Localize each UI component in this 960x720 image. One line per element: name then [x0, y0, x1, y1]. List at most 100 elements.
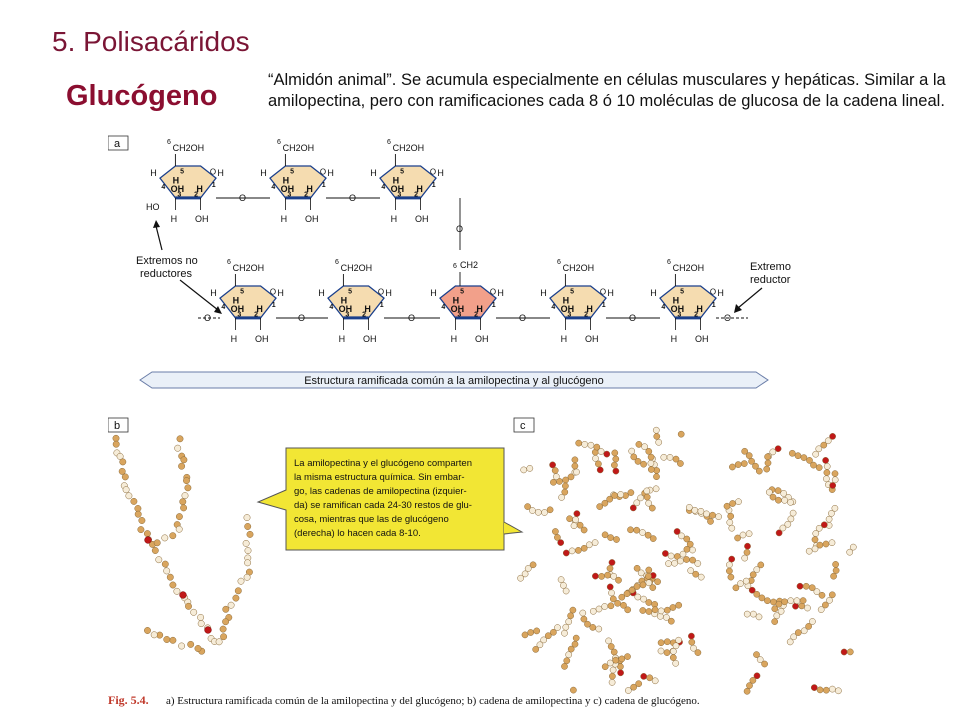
- glucose-bead: [653, 433, 661, 440]
- glucose-bead: [566, 515, 573, 523]
- glucose-bead: [666, 454, 674, 461]
- glucose-bead: [614, 599, 621, 607]
- glucose-bead: [726, 567, 733, 575]
- glucose-bead: [565, 618, 573, 626]
- glucose-bead: [173, 587, 181, 595]
- glucose-bead: [580, 615, 588, 623]
- ring-h: H: [391, 214, 398, 224]
- glucose-bead: [800, 627, 808, 635]
- carbon-number: 5: [240, 288, 244, 295]
- ring-h: H: [217, 168, 224, 178]
- glucose-bead: [677, 460, 684, 467]
- glucose-bead: [787, 515, 795, 523]
- glucose-bead: [609, 666, 617, 674]
- glycosidic-oxygen: O: [629, 313, 636, 323]
- panel-c-tag: c: [520, 420, 526, 432]
- glucose-bead: [598, 573, 605, 580]
- ring-h: H: [607, 288, 614, 298]
- glucose-bead: [667, 552, 675, 560]
- ring-oxygen: O: [490, 287, 496, 296]
- glycosidic-oxygen: O: [519, 313, 526, 323]
- glucose-bead: [137, 526, 145, 534]
- glucose-bead: [161, 560, 169, 568]
- callout-line: la misma estructura química. Sin embar-: [294, 472, 465, 483]
- glucose-bead: [743, 610, 751, 618]
- glucose-bead: [612, 467, 620, 475]
- glucose-bead: [529, 507, 536, 514]
- glucose-bead: [640, 673, 648, 680]
- glucose-bead: [828, 591, 836, 599]
- glucose-bead: [234, 587, 242, 595]
- glucose-bead: [656, 612, 664, 620]
- carbon-number: 6: [387, 139, 391, 146]
- glucose-bead: [546, 506, 554, 514]
- glucose-bead: [683, 545, 691, 553]
- branch-point-bead: [204, 626, 212, 634]
- glucose-bead: [775, 496, 782, 504]
- carbon-number: 2: [694, 311, 698, 318]
- glucose-bead: [657, 647, 665, 655]
- glucose-bead: [637, 494, 644, 502]
- glucose-bead: [640, 595, 647, 603]
- ring-h: H: [318, 288, 325, 298]
- glucose-bead: [683, 556, 690, 563]
- ring-oxygen: O: [710, 287, 716, 296]
- carbon-number: 5: [680, 288, 684, 295]
- glucose-bead: [551, 467, 559, 474]
- glucose-bead: [829, 433, 836, 440]
- ring-h: H: [231, 334, 238, 344]
- glucose-bead: [573, 468, 580, 476]
- glucose-bead: [628, 447, 636, 455]
- glucose-bead: [690, 644, 697, 652]
- glycosidic-oxygen: O: [349, 193, 356, 203]
- glucose-bead: [703, 510, 710, 518]
- glucose-bead: [743, 549, 751, 556]
- glucose-bead: [178, 642, 186, 650]
- glucose-bead: [567, 645, 575, 653]
- glucose-bead: [634, 593, 642, 601]
- glucose-bead: [825, 515, 833, 523]
- glucose-bead: [624, 606, 632, 614]
- glucose-bead: [743, 687, 751, 695]
- glucose-bead: [215, 638, 223, 646]
- ring-h: H: [150, 168, 157, 178]
- glucose-bead: [781, 598, 788, 606]
- ring-h: H: [306, 184, 313, 194]
- ring-h: H: [430, 288, 437, 298]
- ring-h: H: [476, 304, 483, 314]
- glucose-bead: [190, 608, 198, 616]
- glucose-bead: [178, 462, 186, 470]
- glucose-bead: [849, 543, 857, 551]
- callout-text: La amilopectina y el glucógeno comparten…: [294, 458, 472, 539]
- glucose-bead: [597, 448, 605, 455]
- glucose-bead: [606, 495, 614, 503]
- glucose-bead: [122, 486, 130, 494]
- ring-oh: OH: [391, 184, 405, 194]
- carbon-number: 2: [304, 191, 308, 198]
- glucose-bead: [581, 441, 589, 448]
- glucose-bead: [764, 453, 771, 461]
- glucose-bead: [181, 492, 189, 500]
- ring-oh: OH: [171, 184, 185, 194]
- ring-h: H: [563, 296, 570, 306]
- glucose-bead: [163, 567, 171, 575]
- glucose-bead: [550, 478, 557, 486]
- carbon-number: 1: [712, 302, 716, 309]
- ring-h: H: [171, 214, 178, 224]
- glucose-bead: [552, 528, 559, 535]
- glucose-bead: [112, 440, 120, 448]
- ch2oh-group: CH2OH: [393, 143, 425, 153]
- glucose-bead: [571, 456, 579, 464]
- glucose-bead: [155, 556, 163, 564]
- glucose-bead: [787, 597, 795, 605]
- callout-line: cosa, mientras que las de glucógeno: [294, 514, 449, 525]
- nonreducing-arrowhead-down: [214, 306, 222, 314]
- glucose-bead: [174, 444, 182, 452]
- glucose-bead: [524, 565, 532, 572]
- glucose-bead: [686, 540, 694, 548]
- ring-outline: [327, 285, 385, 319]
- ring-h: H: [210, 288, 217, 298]
- carbon-number: 1: [602, 302, 606, 309]
- glucose-bead: [633, 583, 641, 590]
